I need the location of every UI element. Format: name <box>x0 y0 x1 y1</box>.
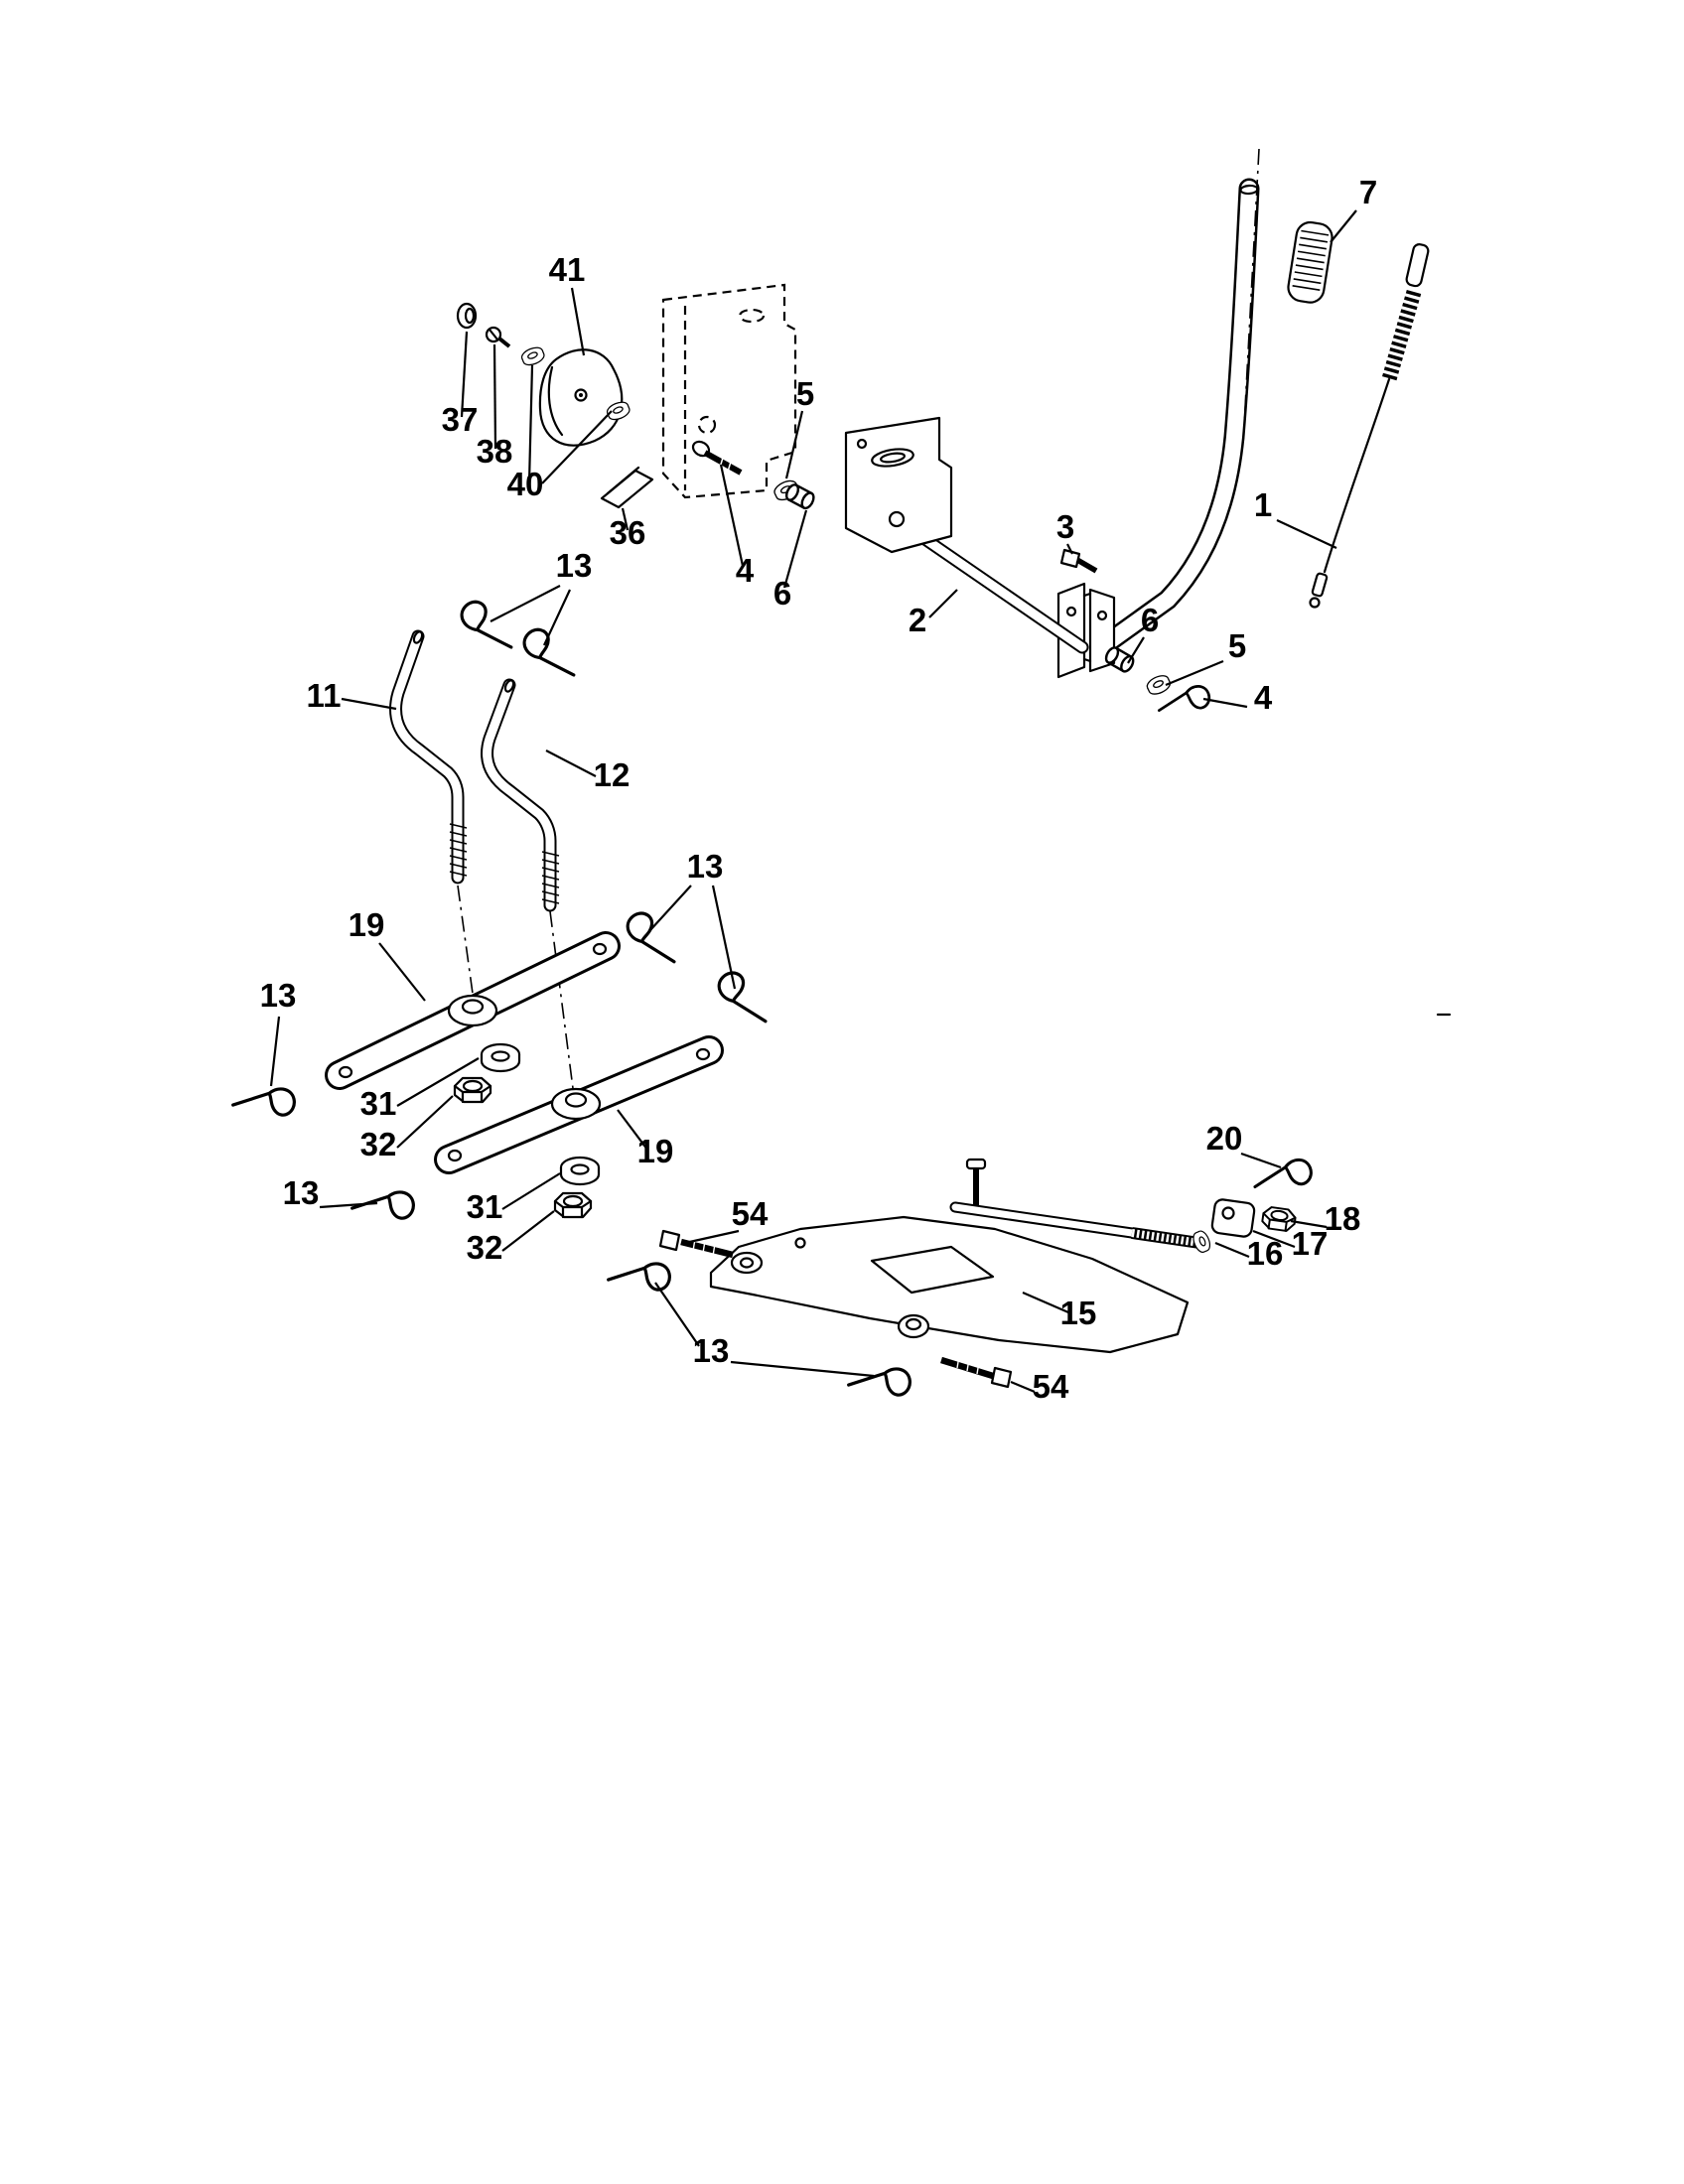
frame-plate-dashed <box>661 283 797 499</box>
part-label-4-left: 4 <box>736 552 755 589</box>
lift-shaft-assembly-15 <box>709 1158 1200 1354</box>
lift-link-12 <box>481 678 575 1097</box>
bolt-54-upper <box>658 1229 734 1259</box>
part-label-2: 2 <box>909 602 926 638</box>
nut-32-lower <box>553 1191 593 1219</box>
washer-16 <box>1190 1228 1213 1255</box>
lift-arm-19-upper <box>325 931 621 1090</box>
part-label-16: 16 <box>1247 1235 1284 1272</box>
part-label-32-lower: 32 <box>467 1229 503 1266</box>
cap-nut-37 <box>456 302 478 330</box>
part-label-13-left: 13 <box>260 977 297 1014</box>
part-label-4-right: 4 <box>1254 679 1273 716</box>
part-label-41: 41 <box>549 251 586 288</box>
part-label-17: 17 <box>1292 1225 1329 1262</box>
part-label-19-upper: 19 <box>349 906 385 943</box>
washer-31-upper <box>480 1042 521 1073</box>
part-label-37: 37 <box>442 401 479 438</box>
part-label-54-lower: 54 <box>1033 1368 1069 1405</box>
part-label-6-left: 6 <box>773 575 791 612</box>
nut-32-upper <box>453 1076 492 1104</box>
part-label-38: 38 <box>477 433 513 470</box>
lift-link-11 <box>389 629 475 1002</box>
part-label-12: 12 <box>594 756 631 793</box>
part-label-6-right: 6 <box>1141 602 1159 638</box>
part-label-54-upper: 54 <box>732 1195 769 1232</box>
part-label-18: 18 <box>1325 1200 1361 1237</box>
part-label-40: 40 <box>507 466 544 502</box>
retainer-clip-13-bottom-2 <box>847 1350 916 1411</box>
retainer-clip-13-top-2 <box>518 620 576 690</box>
bolt-54-lower <box>940 1355 1013 1389</box>
part-label-31-upper: 31 <box>360 1085 397 1122</box>
trunnion-17 <box>1210 1198 1256 1238</box>
part-label-15: 15 <box>1060 1295 1097 1331</box>
retainer-clip-13-left <box>231 1070 301 1131</box>
screw-38 <box>485 326 511 348</box>
part-label-7: 7 <box>1359 174 1377 210</box>
washer-31-lower <box>559 1156 601 1186</box>
retainer-clip-13-mid-1 <box>623 906 676 973</box>
part-label-5-right: 5 <box>1228 627 1246 664</box>
lever-pivot-bracket <box>1056 582 1116 679</box>
part-label-11: 11 <box>307 677 342 714</box>
mount-plate <box>844 416 953 554</box>
part-label-19-lower: 19 <box>637 1133 674 1169</box>
clip-36 <box>600 466 654 509</box>
part-label-1: 1 <box>1254 486 1272 523</box>
part-label-5-left: 5 <box>796 375 814 412</box>
retainer-clip-13-top-1 <box>456 593 513 662</box>
part-label-13-top: 13 <box>556 547 593 584</box>
washer-40-left <box>518 343 547 368</box>
carriage-bolt-4 <box>691 440 743 476</box>
part-label-36: 36 <box>610 514 646 551</box>
part-label-32-upper: 32 <box>360 1126 397 1162</box>
lift-lever <box>1093 148 1260 656</box>
part-label-13-bottom: 13 <box>693 1332 730 1369</box>
part-label-13-lowerleft: 13 <box>283 1174 320 1211</box>
spacer-6-left <box>782 481 817 512</box>
lever-grip <box>1287 220 1333 304</box>
part-label-20: 20 <box>1206 1120 1243 1157</box>
lift-cable <box>1309 243 1430 609</box>
part-label-3: 3 <box>1056 508 1074 545</box>
lift-arm-19-lower <box>434 1035 724 1174</box>
leader-lines <box>269 209 1357 1394</box>
part-label-31-lower: 31 <box>467 1188 503 1225</box>
bolt-3 <box>1059 548 1098 574</box>
part-label-13-mid: 13 <box>687 848 724 885</box>
spring-clip-20 <box>1253 1151 1315 1198</box>
retainer-clip-13-mid-2 <box>714 966 768 1032</box>
knob-41 <box>538 348 624 447</box>
